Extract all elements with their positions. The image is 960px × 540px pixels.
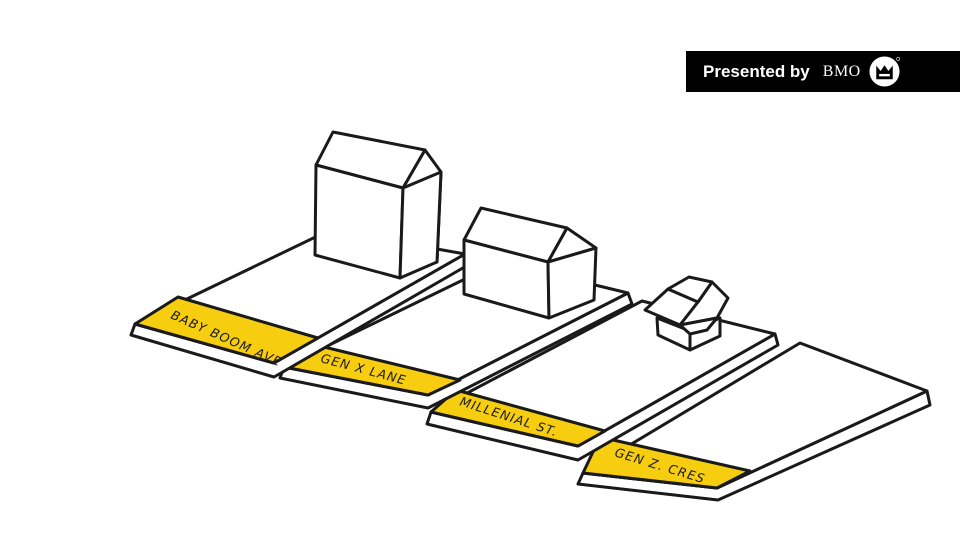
presented-by-text: Presented by xyxy=(703,61,810,81)
medium-house-icon xyxy=(462,206,598,320)
sponsor-banner: Presented by BMO xyxy=(686,51,960,92)
open-box-icon xyxy=(643,275,730,352)
large-house-icon xyxy=(313,130,443,280)
bmo-roundel-logo-icon xyxy=(869,56,900,87)
brand-name: BMO xyxy=(822,62,861,80)
